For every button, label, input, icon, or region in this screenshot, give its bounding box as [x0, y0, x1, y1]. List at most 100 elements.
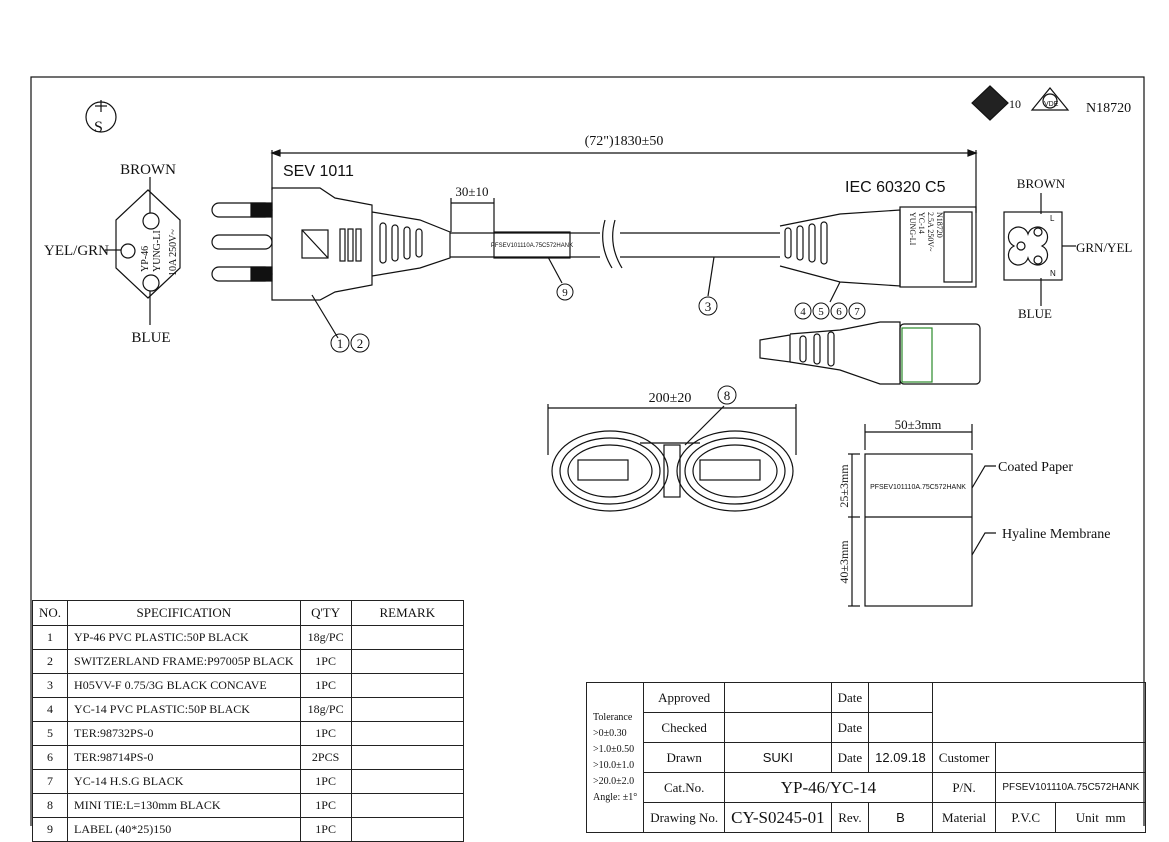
connector-face-diagram — [1003, 193, 1076, 306]
cee-mark-icon — [971, 85, 1009, 121]
connector-body-text-3: 2.5A 250V~ — [926, 212, 935, 252]
plug-face-diagram — [105, 177, 181, 325]
callout-4 — [794, 302, 812, 320]
callout-2 — [350, 333, 370, 353]
header-remark: REMARK — [350, 600, 465, 626]
row-remark — [350, 625, 465, 650]
row-no: 9 — [31, 817, 69, 842]
row-qty: 1PC — [299, 817, 352, 842]
row-no: 1 — [31, 625, 69, 650]
header-specification: SPECIFICATION — [67, 600, 301, 626]
pn-value: PFSEV101110A.75C572HANK — [995, 772, 1147, 803]
cat-no-label: Cat.No. — [643, 772, 726, 803]
row-qty: 1PC — [299, 769, 352, 794]
connector-pin-l: L — [1050, 214, 1055, 223]
row-remark — [350, 721, 465, 746]
rev-label: Rev. — [830, 802, 870, 833]
plug-standard: SEV 1011 — [283, 163, 354, 180]
row-qty: 2PCS — [299, 745, 352, 770]
callout-8-text: 8 — [724, 388, 731, 403]
callout-1-text: 1 — [337, 336, 344, 351]
strip-dimension: 30±10 — [455, 184, 488, 199]
tolerance-line: >10.0±1.0 — [593, 759, 635, 771]
plug-side-view — [211, 187, 451, 301]
callout-2-text: 2 — [357, 336, 364, 351]
tolerance-angle: Angle: ±1° — [593, 791, 638, 803]
label-width-dimension: 50±3mm — [895, 417, 942, 432]
row-qty: 1PC — [299, 793, 352, 818]
row-no: 6 — [31, 745, 69, 770]
callout-1 — [330, 333, 350, 353]
callout-6 — [830, 302, 848, 320]
row-no: 2 — [31, 649, 69, 674]
checked-by — [724, 712, 832, 743]
callout-3 — [698, 296, 718, 316]
connector-alt-view — [759, 321, 981, 385]
customer-label: Customer — [931, 742, 997, 773]
row-remark — [350, 745, 465, 770]
spec-table-header: NO. SPECIFICATION Q'TY REMARK — [31, 600, 465, 626]
customer-value — [995, 742, 1147, 773]
connector-standard: IEC 60320 C5 — [845, 179, 946, 196]
row-spec: H05VV-F 0.75/3G BLACK CONCAVE — [67, 673, 301, 698]
row-spec: MINI TIE:L=130mm BLACK — [67, 793, 301, 818]
cat-no-value: YP-46/YC-14 — [724, 772, 933, 803]
row-qty: 1PC — [299, 721, 352, 746]
tolerance-cell: Tolerance >0±0.30 >1.0±0.50 >10.0±1.0 >2… — [585, 682, 645, 833]
approved-label: Approved — [643, 682, 726, 713]
row-spec: SWITZERLAND FRAME:P97005P BLACK — [67, 649, 301, 674]
row-spec: TER:98732PS-0 — [67, 721, 301, 746]
checked-date-label: Date — [830, 712, 870, 743]
callout-8 — [717, 385, 737, 405]
connector-pin-n: N — [1050, 269, 1056, 278]
checked-date — [868, 712, 933, 743]
connector-brown-label: BROWN — [1017, 176, 1066, 191]
coil-dimension: 200±20 — [649, 391, 692, 406]
plug-body-text-2: YUNG-LI — [152, 230, 163, 272]
label-h1-dimension: 25±3mm — [837, 464, 851, 508]
plug-yelgrn-label: YEL/GRN — [44, 243, 109, 259]
callout-3-text: 3 — [705, 299, 712, 314]
strip-dimension-line — [450, 198, 495, 232]
title-block: Tolerance >0±0.30 >1.0±0.50 >10.0±1.0 >2… — [585, 682, 1147, 833]
connector-side-view — [779, 206, 977, 303]
connector-body-text-2: YC-14 — [917, 212, 926, 234]
plug-body-text-3: 10A 250V~ — [168, 229, 179, 276]
earth-symbol-icon — [85, 100, 117, 133]
tolerance-line: >1.0±0.50 — [593, 743, 635, 755]
material-label: Material — [931, 802, 997, 833]
drawing-no-label: Drawing No. — [643, 802, 726, 833]
drawn-date: 12.09.18 — [868, 742, 933, 773]
row-remark — [350, 769, 465, 794]
label-detail-text: PFSEV101110A.75C572HANK — [870, 484, 966, 491]
ce-number: 10 — [1009, 97, 1021, 111]
drawing-no-value: CY-S0245-01 — [724, 802, 832, 833]
row-spec: LABEL (40*25)150 — [67, 817, 301, 842]
pn-label: P/N. — [931, 772, 997, 803]
earth-symbol-letter: S — [94, 119, 103, 136]
coated-paper-label: Coated Paper — [998, 460, 1073, 475]
drawn-label: Drawn — [643, 742, 726, 773]
callout-7 — [848, 302, 866, 320]
unit-cell: Unit mm — [1055, 802, 1147, 833]
row-qty: 18g/PC — [299, 697, 352, 722]
header-qty: Q'TY — [299, 600, 352, 626]
tolerance-line: >20.0±2.0 — [593, 775, 635, 787]
rev-value: B — [868, 802, 933, 833]
callout-4-text: 4 — [800, 306, 806, 318]
unit-label: Unit — [1075, 809, 1099, 825]
row-no: 5 — [31, 721, 69, 746]
overall-dimension: (72")1830±50 — [585, 134, 664, 149]
plug-blue-label: BLUE — [131, 330, 170, 346]
